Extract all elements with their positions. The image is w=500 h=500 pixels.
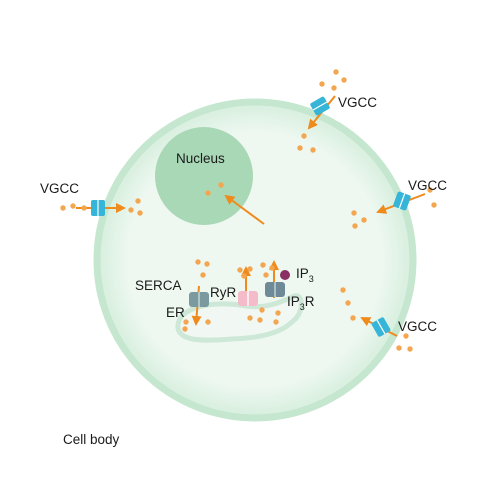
vgcc-channel-bottom-right [371,317,391,337]
vgcc-channel-top-right [310,96,330,116]
ryr-channel [238,291,258,306]
ip3r-label-sub: 3 [300,302,305,312]
ip3-label-base: IP [296,266,309,281]
cell-membrane [93,98,417,422]
vgcc-label-right: VGCC [408,178,447,193]
calcium-ions [60,69,437,352]
ip3r-channel [265,282,285,297]
endoplasmic-reticulum [175,293,304,343]
ip3-label: IP3 [296,266,314,284]
ip3r-label-base: IP [287,294,300,309]
nucleus [155,127,253,225]
vgcc-label-left: VGCC [40,181,79,196]
vgcc-label-top-right: VGCC [338,95,377,110]
arrow [224,194,265,225]
ip3r-label: IP3R [287,294,315,312]
ip3r-label-tail: R [305,294,315,309]
cell-body-label: Cell body [63,432,120,447]
ryr-label: RyR [210,285,236,300]
vgcc-label-bottom-right: VGCC [398,319,437,334]
serca-label: SERCA [135,278,182,293]
ip3-label-sub: 3 [309,274,314,284]
serca-pump [189,292,209,307]
vgcc-channel-right [393,191,411,211]
vgcc-channel-left [91,200,105,216]
nucleus-label: Nucleus [176,151,225,166]
ip3-ligand [280,270,290,280]
er-label: ER [166,305,185,320]
